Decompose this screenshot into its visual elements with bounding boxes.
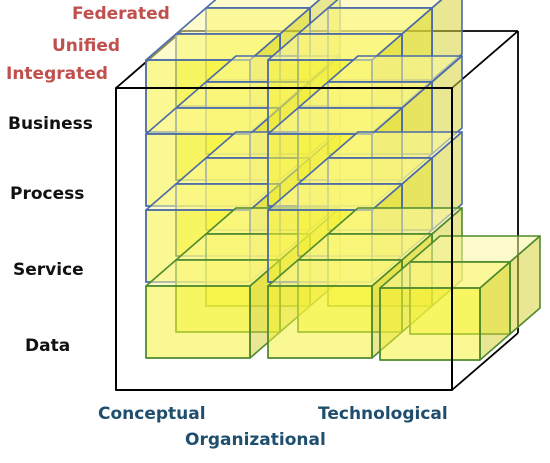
- layer-label-data: Data: [25, 336, 71, 356]
- concern-label-organizational: Organizational: [185, 430, 326, 450]
- layer-label-process: Process: [10, 184, 85, 204]
- concern-label-technological: Technological: [318, 404, 448, 424]
- depth-label-unified: Unified: [52, 36, 121, 56]
- cell-c2-r4-front-0: [267, 285, 373, 359]
- cell-c1-r4-front-0: [145, 285, 251, 359]
- cell-c3-r4-front-0: [379, 287, 481, 361]
- layer-label-service: Service: [13, 260, 84, 280]
- frame-depth-top-right: [451, 30, 519, 89]
- frame-depth-bottom-right: [451, 332, 519, 391]
- depth-label-federated: Federated: [72, 4, 170, 24]
- concern-label-conceptual: Conceptual: [98, 404, 206, 424]
- depth-label-integrated: Integrated: [6, 64, 108, 84]
- layer-label-business: Business: [8, 114, 93, 134]
- frame-front: [115, 87, 453, 391]
